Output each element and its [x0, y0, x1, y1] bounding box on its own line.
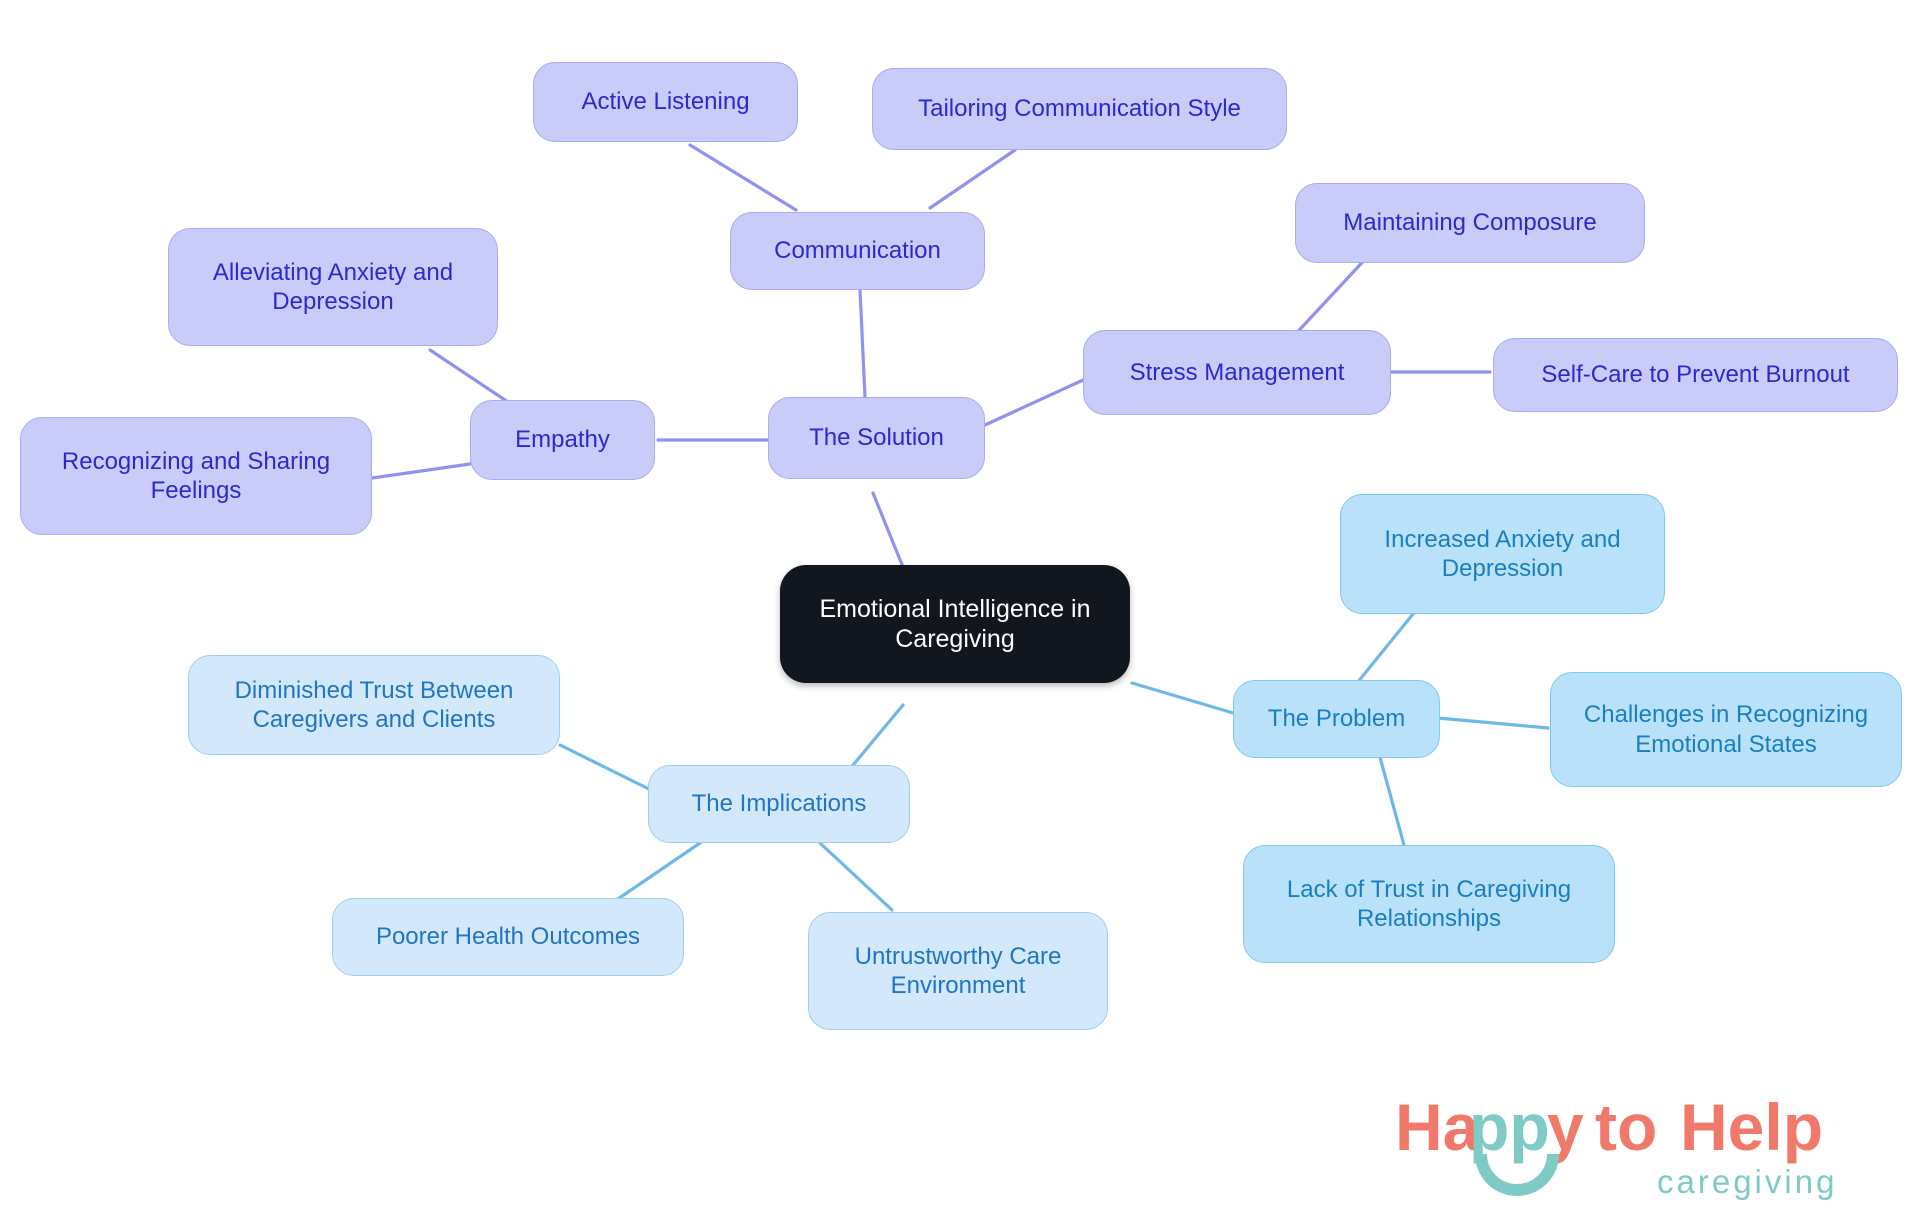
node-tailoring-communication-style[interactable]: Tailoring Communication Style: [872, 68, 1287, 150]
node-root-label: Emotional Intelligence in Caregiving: [819, 594, 1091, 654]
edge-communication-to-active-listening: [688, 143, 798, 212]
node-the-solution-label: The Solution: [809, 424, 944, 452]
node-lack-of-trust-in-caregiving-relationships[interactable]: Lack of Trust in Caregiving Relationship…: [1243, 845, 1615, 963]
node-the-problem-label: The Problem: [1267, 705, 1406, 733]
node-increased-anxiety-and-depression[interactable]: Increased Anxiety and Depression: [1340, 494, 1665, 614]
node-empathy-label: Empathy: [515, 426, 610, 454]
node-poorer-health-outcomes-label: Poorer Health Outcomes: [375, 923, 641, 951]
node-poorer-health-outcomes[interactable]: Poorer Health Outcomes: [332, 898, 684, 976]
node-increased-anxiety-and-depression-label: Increased Anxiety and Depression: [1384, 525, 1621, 582]
node-root[interactable]: Emotional Intelligence in Caregiving: [780, 565, 1130, 683]
logo-happy-part3: y: [1547, 1090, 1584, 1164]
node-diminished-trust-between-caregivers-and-clients[interactable]: Diminished Trust Between Caregivers and …: [188, 655, 560, 755]
edge-problem-to-lack-of-trust: [1376, 748, 1406, 847]
node-the-implications[interactable]: The Implications: [648, 765, 910, 843]
logo-tagline: caregiving: [1657, 1163, 1837, 1200]
logo-happy-part2: pp: [1469, 1090, 1550, 1164]
logo-to: to: [1595, 1090, 1657, 1164]
node-alleviating-anxiety-and-depression[interactable]: Alleviating Anxiety and Depression: [168, 228, 498, 346]
node-untrustworthy-care-environment[interactable]: Untrustworthy Care Environment: [808, 912, 1108, 1030]
node-challenges-in-recognizing-emotional-states[interactable]: Challenges in Recognizing Emotional Stat…: [1550, 672, 1902, 787]
edge-communication-to-tailoring: [928, 148, 1017, 210]
edge-solution-to-stress: [983, 378, 1085, 427]
node-stress-management[interactable]: Stress Management: [1083, 330, 1391, 415]
node-empathy[interactable]: Empathy: [470, 400, 655, 480]
node-the-solution[interactable]: The Solution: [768, 397, 985, 479]
edge-solution-to-communication: [858, 288, 867, 399]
node-active-listening[interactable]: Active Listening: [533, 62, 798, 142]
node-self-care-to-prevent-burnout[interactable]: Self-Care to Prevent Burnout: [1493, 338, 1898, 412]
edge-empathy-to-recognizing: [370, 462, 472, 480]
node-recognizing-and-sharing-feelings[interactable]: Recognizing and Sharing Feelings: [20, 417, 372, 535]
logo-help: Help: [1680, 1090, 1823, 1164]
node-recognizing-and-sharing-feelings-label: Recognizing and Sharing Feelings: [61, 447, 331, 504]
edge-root-to-problem: [1130, 681, 1235, 715]
node-communication-label: Communication: [774, 237, 941, 265]
happy-to-help-logo: Ha pp y to Help caregiving: [1395, 1090, 1837, 1200]
node-the-problem[interactable]: The Problem: [1233, 680, 1440, 758]
edge-problem-to-challenges: [1436, 716, 1550, 730]
node-alleviating-anxiety-and-depression-label: Alleviating Anxiety and Depression: [212, 258, 454, 315]
node-active-listening-label: Active Listening: [581, 88, 750, 116]
logo-happy-part1: Ha: [1395, 1090, 1481, 1164]
node-maintaining-composure[interactable]: Maintaining Composure: [1295, 183, 1645, 263]
node-the-implications-label: The Implications: [691, 790, 867, 818]
edge-problem-to-increased-anxiety: [1351, 612, 1415, 690]
edge-stress-to-composure: [1288, 252, 1372, 342]
edge-implications-to-diminished-trust: [558, 743, 657, 794]
node-maintaining-composure-label: Maintaining Composure: [1343, 209, 1597, 237]
node-lack-of-trust-in-caregiving-relationships-label: Lack of Trust in Caregiving Relationship…: [1286, 875, 1572, 932]
edge-implications-to-poorer-health: [610, 841, 702, 905]
logo-smile-icon: [1475, 1153, 1559, 1196]
edge-root-to-solution: [871, 491, 907, 574]
node-stress-management-label: Stress Management: [1129, 358, 1345, 386]
node-communication[interactable]: Communication: [730, 212, 985, 290]
node-untrustworthy-care-environment-label: Untrustworthy Care Environment: [854, 942, 1062, 999]
edge-implications-to-untrustworthy: [818, 841, 894, 912]
node-diminished-trust-between-caregivers-and-clients-label: Diminished Trust Between Caregivers and …: [234, 676, 514, 733]
node-tailoring-communication-style-label: Tailoring Communication Style: [918, 95, 1241, 123]
node-self-care-to-prevent-burnout-label: Self-Care to Prevent Burnout: [1541, 361, 1850, 389]
node-challenges-in-recognizing-emotional-states-label: Challenges in Recognizing Emotional Stat…: [1583, 701, 1869, 758]
